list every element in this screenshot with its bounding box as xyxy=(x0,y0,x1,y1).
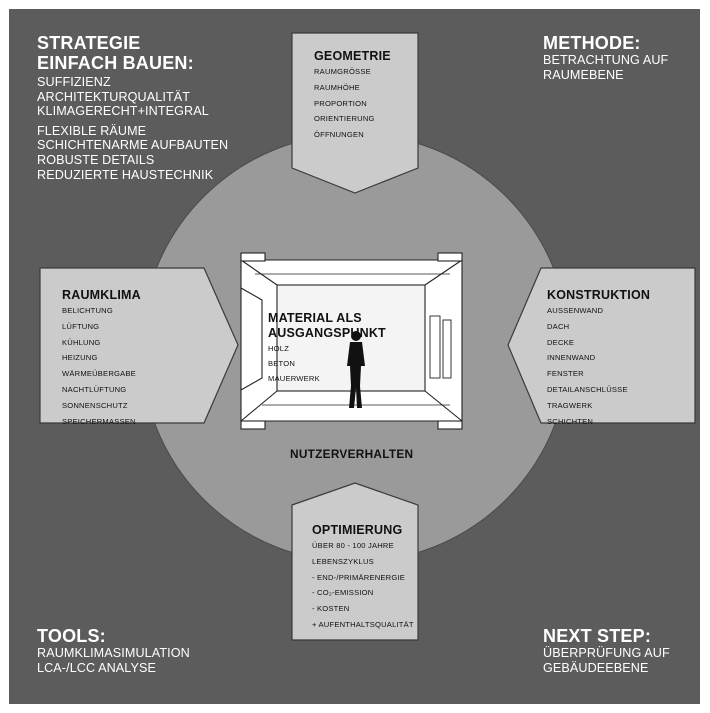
geometrie-item: RAUMHÖHE xyxy=(314,82,360,92)
raumklima-item: SPEICHERMASSEN xyxy=(62,416,136,426)
next-step-item: GEBÄUDEEBENE xyxy=(543,660,649,675)
konstruktion-item: DETAILANSCHLÜSSE xyxy=(547,384,628,394)
geometrie-item: PROPORTION xyxy=(314,98,367,108)
optimierung-item: LEBENSZYKLUS xyxy=(312,556,374,566)
optimierung-item: - CO₂-EMISSION xyxy=(312,588,374,598)
konstruktion-item: TRAGWERK xyxy=(547,400,593,410)
strategie-item: REDUZIERTE HAUSTECHNIK xyxy=(37,167,214,182)
geometrie-item: ORIENTIERUNG xyxy=(314,114,375,124)
konstruktion-box: KONSTRUKTION AUSSENWAND DACH DECKE INNEN… xyxy=(547,288,650,429)
optimierung-item: + AUFENTHALTSQUALITÄT xyxy=(312,619,414,629)
raumklima-arrow-box xyxy=(39,267,239,424)
tools-item: LCA-/LCC ANALYSE xyxy=(37,660,156,675)
methode-title: METHODE: xyxy=(543,33,641,53)
material-item: MAUERWERK xyxy=(268,374,320,383)
konstruktion-title: KONSTRUKTION xyxy=(547,288,651,302)
optimierung-box: OPTIMIERUNG ÜBER 80 - 100 JAHRE LEBENSZY… xyxy=(312,523,414,633)
methode-block: METHODE: BETRACHTUNG AUF RAUMEBENE xyxy=(543,33,668,82)
material-item: BETON xyxy=(268,359,296,368)
konstruktion-item: SCHICHTEN xyxy=(547,416,594,426)
strategie-item: FLEXIBLE RÄUME xyxy=(37,123,147,138)
raumklima-item: SONNENSCHUTZ xyxy=(62,400,128,410)
methode-item: BETRACHTUNG AUF xyxy=(543,53,669,67)
tools-block: TOOLS: RAUMKLIMASIMULATION LCA-/LCC ANAL… xyxy=(37,626,190,675)
raumklima-item: HEIZUNG xyxy=(62,353,98,363)
material-block: MATERIAL ALS AUSGANGSPUNKT HOLZ BETON MA… xyxy=(268,311,386,386)
material-title-line-2: AUSGANGSPUNKT xyxy=(268,326,386,340)
tools-title: TOOLS: xyxy=(37,626,106,646)
next-step-item: ÜBERPRÜFUNG AUF xyxy=(543,646,670,660)
next-step-block: NEXT STEP: ÜBERPRÜFUNG AUF GEBÄUDEEBENE xyxy=(543,626,670,675)
geometrie-arrow-box xyxy=(291,32,419,194)
konstruktion-item: DACH xyxy=(547,321,570,331)
material-title-line-1: MATERIAL ALS xyxy=(268,311,362,325)
konstruktion-item: FENSTER xyxy=(547,369,584,379)
strategie-title-line-2: EINFACH BAUEN: xyxy=(37,53,194,73)
optimierung-item: ÜBER 80 - 100 JAHRE xyxy=(312,541,394,550)
nutzerverhalten-label: NUTZERVERHALTEN xyxy=(290,447,414,461)
optimierung-title: OPTIMIERUNG xyxy=(312,523,403,537)
geometrie-box: GEOMETRIE RAUMGRÖSSE RAUMHÖHE PROPORTION… xyxy=(314,49,391,143)
optimierung-item: - KOSTEN xyxy=(312,604,350,614)
raumklima-title: RAUMKLIMA xyxy=(62,288,141,302)
strategie-item: ROBUSTE DETAILS xyxy=(37,152,155,167)
konstruktion-item: AUSSENWAND xyxy=(547,306,604,315)
geometrie-item: ÖFFNUNGEN xyxy=(314,130,364,140)
next-step-title: NEXT STEP: xyxy=(543,626,652,646)
strategie-item: SUFFIZIENZ xyxy=(37,75,111,89)
konstruktion-arrow-box xyxy=(507,267,696,424)
konstruktion-item: DECKE xyxy=(547,337,575,347)
strategie-item: ARCHITEKTURQUALITÄT xyxy=(37,89,191,104)
geometrie-item: RAUMGRÖSSE xyxy=(314,67,371,76)
raumklima-item: LÜFTUNG xyxy=(62,321,100,331)
raumklima-item: KÜHLUNG xyxy=(62,337,101,347)
geometrie-title: GEOMETRIE xyxy=(314,49,391,63)
strategie-title-line-1: STRATEGIE xyxy=(37,33,141,53)
optimierung-arrow-box xyxy=(291,482,419,641)
raumklima-item: NACHTLÜFTUNG xyxy=(62,384,127,394)
strategie-item: SCHICHTENARME AUFBAUTEN xyxy=(37,138,229,153)
material-item: HOLZ xyxy=(268,344,290,353)
strategie-item: KLIMAGERECHT+INTEGRAL xyxy=(37,104,209,119)
raumklima-item: BELICHTUNG xyxy=(62,306,113,315)
person-silhouette xyxy=(347,331,365,408)
methode-item: RAUMEBENE xyxy=(543,67,624,82)
optimierung-item: - END-/PRIMÄRENERGIE xyxy=(312,572,406,582)
raumklima-item: WÄRMEÜBERGABE xyxy=(62,369,136,379)
strategie-block: STRATEGIE EINFACH BAUEN: SUFFIZIENZ ARCH… xyxy=(37,33,228,182)
konstruktion-item: INNENWAND xyxy=(547,353,596,363)
raumklima-box: RAUMKLIMA BELICHTUNG LÜFTUNG KÜHLUNG HEI… xyxy=(62,288,141,429)
tools-item: RAUMKLIMASIMULATION xyxy=(37,646,190,660)
